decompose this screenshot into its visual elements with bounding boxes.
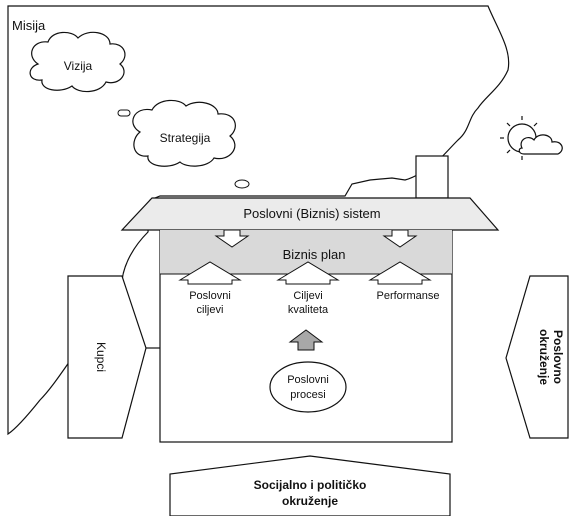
socijalno-label-line2: okruženje	[282, 494, 338, 508]
ciljevi-label-line2: ciljevi	[197, 304, 224, 316]
up-arrow-ciljevi	[178, 261, 242, 285]
kupci-label: Kupci	[94, 342, 108, 372]
procesi-label-line1: Poslovni	[287, 374, 329, 386]
roof-label: Poslovni (Biznis) sistem	[243, 206, 380, 221]
misija-label: Misija	[12, 18, 46, 33]
strategija-thought-bubble	[234, 179, 250, 189]
procesi-ellipse	[269, 361, 347, 413]
chimney-icon	[415, 155, 449, 199]
sun-cloud-icon	[500, 116, 563, 160]
vizija-thought-bubble	[117, 109, 131, 117]
performanse-label: Performanse	[377, 290, 440, 302]
up-arrow-performanse	[368, 261, 432, 285]
down-arrow-right	[382, 229, 418, 248]
kvalitet-label-line1: Ciljevi	[293, 290, 322, 302]
roof-banner	[120, 197, 500, 231]
plan-label: Biznis plan	[283, 247, 346, 262]
okruzenje-label-line2: okruženje	[537, 329, 551, 385]
misija-region	[7, 5, 510, 436]
poslovno-okruzenje-panel	[505, 275, 569, 439]
strategija-cloud	[132, 99, 236, 167]
okruzenje-label-line1: Poslovno	[551, 330, 565, 384]
kvalitet-label-line2: kvaliteta	[288, 304, 329, 316]
vizija-label: Vizija	[64, 59, 93, 73]
socijalno-label-line1: Socijalno i političko	[254, 478, 367, 492]
down-arrow-left	[214, 229, 250, 248]
procesi-label-line2: procesi	[290, 389, 325, 401]
vizija-cloud	[29, 31, 126, 93]
kupci-panel	[67, 275, 147, 439]
ciljevi-label-line1: Poslovni	[189, 290, 231, 302]
process-up-arrow	[288, 329, 324, 351]
up-arrow-kvalitet	[276, 261, 340, 285]
strategija-label: Strategija	[160, 131, 211, 145]
